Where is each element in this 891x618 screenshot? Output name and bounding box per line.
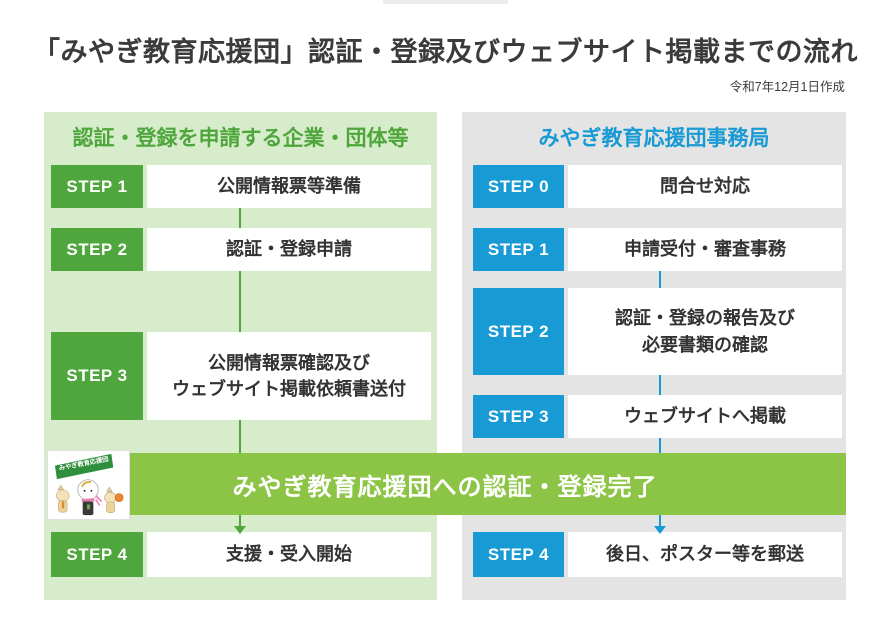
right-step4-label: STEP 4: [473, 532, 564, 577]
mascot-center-eye-right: [90, 489, 93, 492]
left-step1-label: STEP 1: [51, 165, 143, 208]
left-step1-box: 公開情報票等準備: [147, 165, 431, 208]
mascot-center-hair: [81, 480, 92, 488]
mascot-ball: [114, 493, 124, 502]
right-step3-label: STEP 3: [473, 395, 564, 438]
left-step4-label: STEP 4: [51, 532, 143, 577]
right-step0-box: 問合せ対応: [568, 165, 842, 208]
mascot-image: みやぎ教育応援団: [47, 450, 130, 520]
right-step3-text: ウェブサイトへ掲載: [624, 406, 786, 427]
right-step0-text: 問合せ対応: [660, 176, 750, 197]
mascot-illustration: みやぎ教育応援団: [54, 453, 124, 516]
right-step2-label: STEP 2: [473, 288, 564, 375]
applicant-panel-header: 認証・登録を申請する企業・団体等: [72, 127, 409, 150]
left-step3-box: 公開情報票確認及び ウェブサイト掲載依頼書送付: [147, 332, 431, 420]
left-arrow-line: [239, 515, 241, 526]
right-step3-box: ウェブサイトへ掲載: [568, 395, 842, 438]
right-step4-text: 後日、ポスター等を郵送: [606, 544, 804, 565]
left-step3-label: STEP 3: [51, 332, 143, 420]
mascot-center-eye-left: [83, 489, 86, 492]
left-step2-text: 認証・登録申請: [226, 239, 352, 260]
creation-date-note: 令和7年12月1日作成: [729, 80, 845, 94]
completion-banner-text: みやぎ教育応援団への認証・登録完了: [232, 473, 658, 501]
mascot-dog-head: [104, 491, 117, 504]
page-title: 「みやぎ教育応援団」認証・登録及びウェブサイト掲載までの流れ: [33, 37, 858, 67]
office-panel-header: みやぎ教育応援団事務局: [538, 127, 770, 150]
right-arrow-head: [654, 526, 666, 534]
completion-banner: [130, 453, 846, 515]
right-connector-2: [659, 375, 661, 395]
mascot-center-badge: [87, 504, 90, 510]
left-step3-text: 公開情報票確認及び ウェブサイト掲載依頼書送付: [172, 352, 406, 399]
right-step4-box: 後日、ポスター等を郵送: [568, 532, 842, 577]
left-step1-text: 公開情報票等準備: [217, 176, 361, 197]
right-step1-label: STEP 1: [473, 228, 564, 271]
right-step1-text: 申請受付・審査事務: [624, 239, 786, 260]
right-step0-label: STEP 0: [473, 165, 564, 208]
left-step2-box: 認証・登録申請: [147, 228, 431, 271]
mascot-cat-head: [56, 489, 70, 502]
mascot-dog-body: [106, 501, 116, 513]
right-connector-3: [659, 438, 661, 453]
mascot-scarf-ribbon: [95, 495, 103, 506]
right-connector-1: [659, 271, 661, 288]
right-arrow-line: [659, 515, 661, 526]
left-connector-1: [239, 208, 241, 228]
mascot-cat-ear: [57, 484, 65, 491]
mascot-center-scarf: [81, 498, 95, 503]
left-arrow-head: [234, 526, 246, 534]
right-step1-box: 申請受付・審査事務: [568, 228, 842, 271]
right-step2-box: 認証・登録の報告及び 必要書類の確認: [568, 288, 842, 375]
left-step4-text: 支援・受入開始: [226, 544, 352, 565]
mascot-dog-ear: [106, 486, 113, 493]
left-connector-2: [239, 271, 241, 332]
left-step2-label: STEP 2: [51, 228, 143, 271]
right-step2-text: 認証・登録の報告及び 必要書類の確認: [615, 308, 795, 355]
mascot-cat-tie: [61, 501, 65, 509]
left-step4-box: 支援・受入開始: [147, 532, 431, 577]
mascot-flag: [54, 453, 114, 480]
top-edge-artifact: [383, 0, 508, 4]
left-connector-3: [239, 420, 241, 453]
